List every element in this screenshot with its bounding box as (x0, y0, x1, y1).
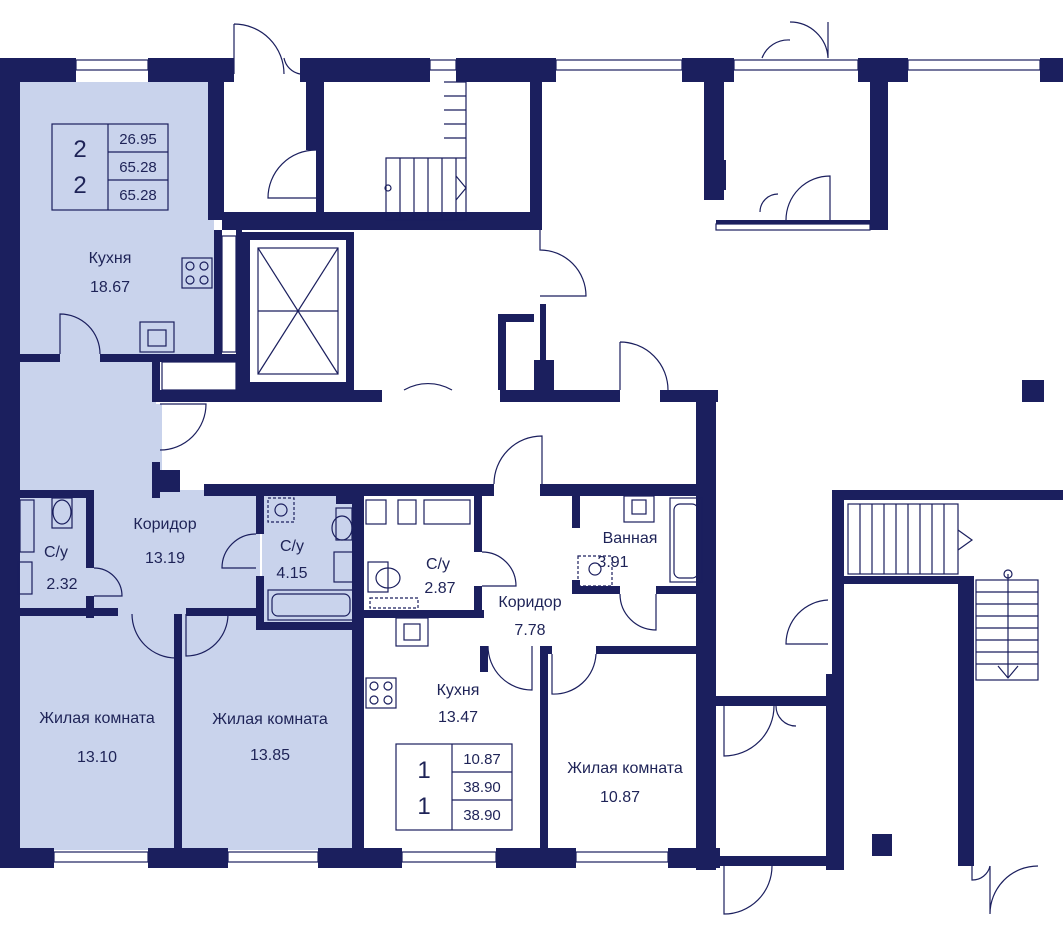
apt2-bath2-area: 4.15 (276, 565, 307, 582)
apt1-living-label: Жилая комната (567, 760, 683, 777)
doors-and-fixtures (17, 21, 1039, 915)
apt1-bathroom-label: Ванная (603, 530, 658, 547)
apt2-living1-label: Жилая комната (39, 710, 155, 727)
apt2-bath1-area: 2.32 (46, 576, 77, 593)
apt1-corridor-area: 7.78 (514, 622, 545, 639)
apt2-area-total-2: 65.28 (119, 187, 157, 204)
apartment-2-info: 2 2 26.95 65.28 65.28 (51, 123, 169, 211)
apt2-corridor-area: 13.19 (145, 550, 185, 567)
apt1-bath-label: С/у (426, 556, 450, 573)
apt2-living2-label: Жилая комната (212, 711, 328, 728)
apt2-rooms-count-2: 2 (73, 172, 86, 199)
apt1-room-labels: С/у 2.87 Коридор 7.78 Ванная 3.91 Кухня … (424, 530, 682, 806)
apt1-living-area: 10.87 (600, 789, 640, 806)
apt1-rooms-count: 1 (417, 757, 430, 784)
apt1-bath-area: 2.87 (424, 580, 455, 597)
apt2-area-living: 26.95 (119, 131, 157, 148)
apt2-kitchen-area: 18.67 (90, 279, 130, 296)
apt2-corridor-label: Коридор (133, 516, 196, 533)
apt1-area-total-2: 38.90 (463, 807, 501, 824)
apt2-kitchen-label: Кухня (89, 250, 132, 267)
apt2-bath1-label: С/у (44, 544, 68, 561)
apt1-area-total: 38.90 (463, 779, 501, 796)
apt2-living1-area: 13.10 (77, 749, 117, 766)
apt1-bathroom-area: 3.91 (597, 554, 628, 571)
apt1-area-living: 10.87 (463, 751, 501, 768)
apt1-kitchen-label: Кухня (437, 682, 480, 699)
apt2-rooms-count: 2 (73, 136, 86, 163)
apartment-1-info: 1 1 10.87 38.90 38.90 (395, 743, 513, 831)
apt2-living2-area: 13.85 (250, 747, 290, 764)
apt2-area-total: 65.28 (119, 159, 157, 176)
apt1-rooms-count-2: 1 (417, 793, 430, 820)
apartment-2-highlight[interactable] (18, 82, 358, 850)
apt1-corridor-label: Коридор (498, 594, 561, 611)
windows (53, 59, 1041, 863)
apt2-room-labels: Кухня 18.67 Коридор 13.19 С/у 2.32 С/у 4… (39, 250, 328, 766)
apt2-bath2-label: С/у (280, 538, 304, 555)
apt1-kitchen-area: 13.47 (438, 709, 478, 726)
walls (0, 58, 1063, 870)
